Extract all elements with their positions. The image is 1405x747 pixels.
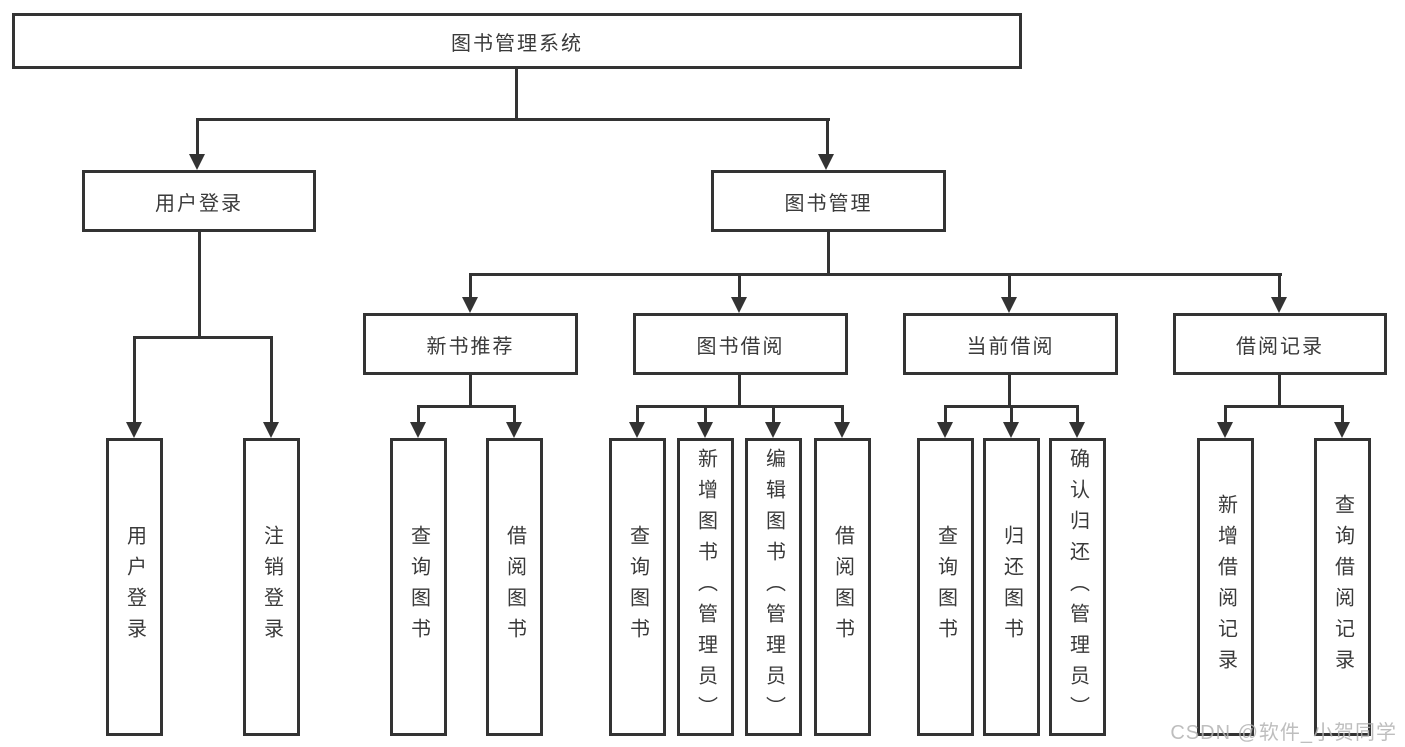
- arrow-down-icon: [1069, 422, 1085, 438]
- arrow-down-icon: [1003, 422, 1019, 438]
- leaf-label: 用户登录: [123, 525, 146, 649]
- leaf-query-borrow-record: 查询借阅记录: [1314, 438, 1371, 736]
- connector-to-leaf: [417, 405, 420, 424]
- leaf-query-books-current: 查询图书: [917, 438, 974, 736]
- arrow-down-icon: [1334, 422, 1350, 438]
- arrow-down-icon: [189, 154, 205, 170]
- connector-to-node: [1008, 273, 1011, 298]
- arrow-down-icon: [506, 422, 522, 438]
- node-user-login: 用户登录: [82, 170, 316, 232]
- arrow-down-icon: [818, 154, 834, 170]
- connector-to-leaf: [772, 405, 775, 424]
- connector-to-node: [1278, 273, 1281, 298]
- connector-stub: [738, 375, 741, 405]
- connector-to-leaf: [513, 405, 516, 424]
- watermark-text: CSDN @软件_小贺同学: [1170, 722, 1397, 744]
- leaf-label: 查询图书: [934, 525, 957, 649]
- leaf-query-books-recommend: 查询图书: [390, 438, 447, 736]
- leaf-return-book: 归还图书: [983, 438, 1040, 736]
- node-label: 用户登录: [155, 192, 243, 215]
- arrow-down-icon: [697, 422, 713, 438]
- connector-hline: [417, 405, 516, 408]
- connector-to-leaf: [133, 336, 136, 422]
- leaf-edit-book-admin: 编辑图书（管理员）: [745, 438, 802, 736]
- connector-root-stub: [515, 66, 518, 118]
- connector-to-leaf: [1341, 405, 1344, 424]
- connector-to-leaf: [636, 405, 639, 424]
- connector-root-hline: [197, 118, 830, 121]
- leaf-label: 借阅图书: [503, 525, 526, 649]
- leaf-query-books-borrow: 查询图书: [609, 438, 666, 736]
- leaf-label: 查询图书: [626, 525, 649, 649]
- node-label: 借阅记录: [1236, 335, 1324, 358]
- connector-stub: [1278, 375, 1281, 405]
- leaf-add-book-admin: 新增图书（管理员）: [677, 438, 734, 736]
- connector-hline: [636, 405, 844, 408]
- connector-to-leaf: [1076, 405, 1079, 424]
- arrow-down-icon: [1217, 422, 1233, 438]
- leaf-add-borrow-record: 新增借阅记录: [1197, 438, 1254, 736]
- arrow-down-icon: [629, 422, 645, 438]
- arrow-down-icon: [410, 422, 426, 438]
- arrow-down-icon: [937, 422, 953, 438]
- connector-to-leaf: [704, 405, 707, 424]
- node-library-management-system: 图书管理系统: [12, 13, 1022, 69]
- leaf-label: 注销登录: [260, 525, 283, 649]
- node-label: 新书推荐: [426, 335, 515, 358]
- node-label: 图书管理: [784, 192, 873, 215]
- node-book-management: 图书管理: [711, 170, 946, 232]
- connector-book-mgmt-hline: [469, 273, 1282, 276]
- connector-to-node: [738, 273, 741, 298]
- connector-to-leaf: [270, 336, 273, 422]
- leaf-label: 新增借阅记录: [1214, 494, 1237, 680]
- connector-book-mgmt-stub: [827, 232, 830, 273]
- leaf-label: 确认归还（管理员）: [1066, 447, 1089, 727]
- node-book-borrow: 图书借阅: [633, 313, 848, 375]
- leaf-label: 借阅图书: [831, 525, 854, 649]
- leaf-label: 新增图书（管理员）: [694, 447, 717, 727]
- leaf-label: 查询图书: [407, 525, 430, 649]
- arrow-down-icon: [765, 422, 781, 438]
- arrow-down-icon: [263, 422, 279, 438]
- arrow-down-icon: [126, 422, 142, 438]
- connector-user-login-hline: [133, 336, 273, 339]
- node-borrow-records: 借阅记录: [1173, 313, 1387, 375]
- node-label: 图书借阅: [696, 335, 785, 358]
- arrow-down-icon: [834, 422, 850, 438]
- connector-to-user-login: [196, 118, 199, 156]
- connector-stub: [1008, 375, 1011, 405]
- leaf-borrow-books-recommend: 借阅图书: [486, 438, 543, 736]
- leaf-label: 查询借阅记录: [1331, 494, 1354, 680]
- arrow-down-icon: [1271, 297, 1287, 313]
- leaf-user-login: 用户登录: [106, 438, 163, 736]
- leaf-label: 归还图书: [1000, 525, 1023, 649]
- leaf-borrow-books: 借阅图书: [814, 438, 871, 736]
- connector-to-leaf: [841, 405, 844, 424]
- connector-user-login-stub: [198, 232, 201, 336]
- leaf-confirm-return-admin: 确认归还（管理员）: [1049, 438, 1106, 736]
- node-label: 图书管理系统: [451, 32, 583, 55]
- connector-to-leaf: [1010, 405, 1013, 424]
- arrow-down-icon: [731, 297, 747, 313]
- node-label: 当前借阅: [966, 335, 1055, 358]
- connector-to-leaf: [944, 405, 947, 424]
- leaf-label: 编辑图书（管理员）: [762, 447, 785, 727]
- connector-to-leaf: [1224, 405, 1227, 424]
- connector-to-node: [469, 273, 472, 298]
- arrow-down-icon: [1001, 297, 1017, 313]
- arrow-down-icon: [462, 297, 478, 313]
- leaf-logout: 注销登录: [243, 438, 300, 736]
- node-current-borrow: 当前借阅: [903, 313, 1118, 375]
- node-new-book-recommend: 新书推荐: [363, 313, 578, 375]
- connector-to-book-management: [826, 118, 829, 156]
- connector-stub: [469, 375, 472, 405]
- connector-hline: [1224, 405, 1344, 408]
